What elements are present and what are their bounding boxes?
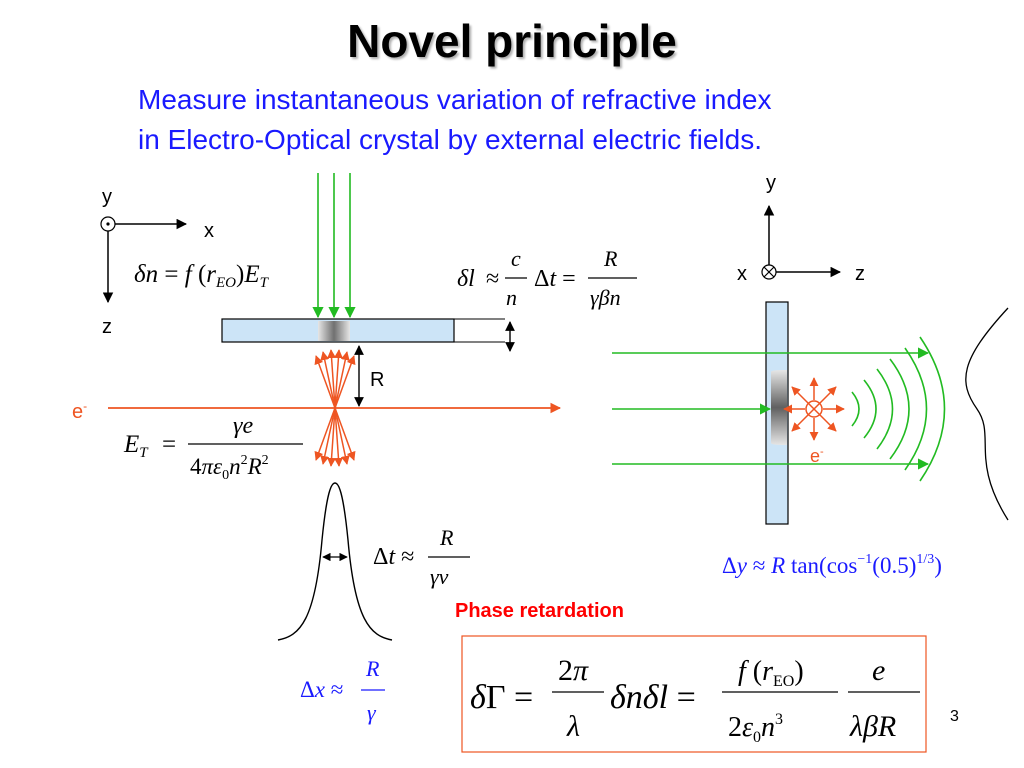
distance-r-label: R (370, 369, 384, 391)
right-axis-x-label: x (737, 263, 747, 285)
formula-phase-retardation: δΓ = 2π λ δnδl = f (rEO) 2ε0n3 e λβR (470, 654, 920, 746)
svg-text:4πε0n2R2: 4πε0n2R2 (190, 453, 269, 483)
svg-text:γ: γ (367, 700, 377, 725)
eo-crystal-left (221, 318, 455, 343)
svg-text:e: e (872, 654, 885, 687)
svg-text:Δx ≈: Δx ≈ (300, 677, 343, 702)
svg-text:λ: λ (566, 710, 580, 743)
svg-text:R: R (365, 656, 380, 681)
svg-text:f (rEO): f (rEO) (738, 656, 804, 690)
svg-text:=: = (162, 431, 176, 458)
formula-delta-t: Δt ≈ R γν (373, 525, 470, 589)
svg-text:2ε0n3: 2ε0n3 (728, 711, 783, 746)
right-axis-y-label: y (766, 172, 776, 194)
svg-text:Δy ≈ R tan(cos−1(0.5)1/3): Δy ≈ R tan(cos−1(0.5)1/3) (722, 552, 942, 578)
electron-label-left: e- (72, 399, 87, 423)
svg-text:Δt ≈: Δt ≈ (373, 544, 414, 570)
svg-text:R: R (439, 525, 454, 550)
laser-beams-left (312, 173, 356, 319)
formula-e-t: ET = γe 4πε0n2R2 (123, 413, 303, 483)
gaussian-pulse (277, 482, 393, 641)
phase-retardation-label: Phase retardation (455, 600, 624, 622)
left-axes: y x z (100, 186, 214, 338)
formula-delta-l: δl ≈ c n Δt = R γβn (457, 246, 637, 310)
svg-text:γν: γν (430, 564, 449, 589)
electron-field-right (783, 377, 845, 441)
phase-formula-box (461, 635, 927, 753)
electron-label-right: e- (810, 446, 824, 466)
svg-text:δnδl =: δnδl = (610, 679, 696, 716)
svg-text:c: c (511, 246, 521, 271)
svg-text:γe: γe (233, 413, 253, 439)
subtitle-line-1: Measure instantaneous variation of refra… (138, 84, 772, 115)
svg-text:δl: δl (457, 266, 475, 292)
page-title: Novel principle (347, 15, 677, 67)
wavefronts (851, 336, 946, 482)
formula-delta-x: Δx ≈ R γ (300, 656, 385, 725)
svg-text:≈: ≈ (486, 266, 499, 292)
svg-text:n: n (506, 285, 517, 310)
svg-text:γβn: γβn (590, 285, 621, 310)
svg-text:2π: 2π (558, 654, 589, 687)
detector-screen-profile (965, 307, 1009, 521)
right-axes: y x z (737, 172, 865, 285)
svg-text:Δt =: Δt = (534, 266, 576, 292)
svg-text:R: R (603, 246, 618, 271)
eo-crystal-right (765, 301, 789, 525)
left-axis-z-label: z (102, 316, 112, 338)
page-number: 3 (950, 708, 959, 725)
electric-field-arrows-left (314, 349, 356, 467)
subtitle-line-2: in Electro-Optical crystal by external e… (138, 124, 762, 155)
formula-delta-y: Δy ≈ R tan(cos−1(0.5)1/3) (722, 552, 942, 578)
svg-text:δΓ =: δΓ = (470, 679, 533, 716)
right-axis-z-label: z (855, 263, 865, 285)
left-axis-y-label: y (102, 186, 112, 208)
formula-delta-n: δn = f (rEO)ET (134, 261, 270, 291)
left-axis-x-label: x (204, 220, 214, 242)
svg-text:λβR: λβR (849, 710, 896, 743)
laser-beams-right (612, 347, 930, 470)
svg-text:ET: ET (123, 431, 149, 461)
